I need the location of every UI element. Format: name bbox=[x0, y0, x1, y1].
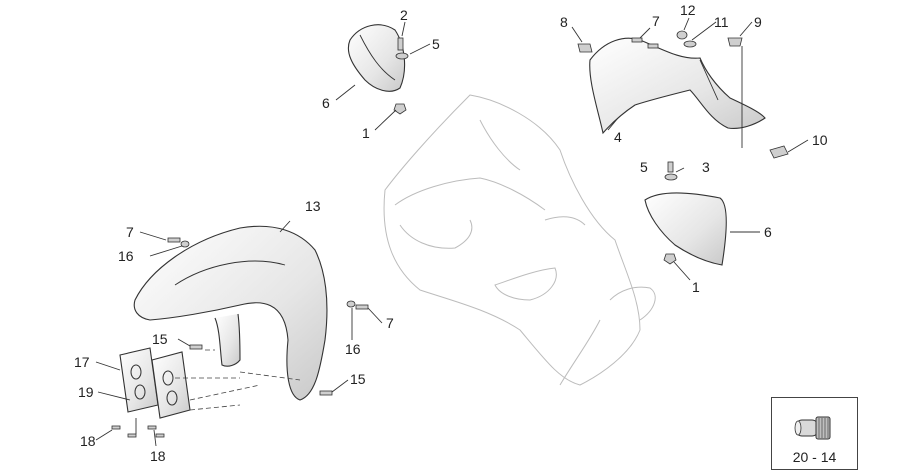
reference-box: 20 - 14 bbox=[771, 397, 858, 470]
callout-15: 15 bbox=[350, 371, 366, 387]
front-mudguard-13 bbox=[133, 225, 328, 401]
callout-19: 19 bbox=[78, 384, 94, 400]
callout-2: 2 bbox=[400, 7, 408, 23]
screw-2 bbox=[397, 37, 404, 51]
callout-7: 7 bbox=[652, 13, 660, 29]
washer-5-right bbox=[664, 173, 678, 181]
bracket-17 bbox=[119, 347, 159, 413]
callout-6: 6 bbox=[322, 95, 330, 111]
callout-numbers: 2 5 6 1 8 7 12 11 9 4 10 5 3 6 1 13 7 16… bbox=[74, 2, 828, 464]
callout-3: 3 bbox=[702, 159, 710, 175]
callout-8: 8 bbox=[560, 14, 568, 30]
front-cover-4 bbox=[589, 37, 766, 135]
callout-7: 7 bbox=[386, 315, 394, 331]
nut-12 bbox=[676, 30, 688, 40]
screw-7-right bbox=[355, 304, 369, 310]
leader-lines bbox=[95, 17, 809, 447]
nut-1-top bbox=[393, 103, 407, 115]
screw-18-a bbox=[111, 425, 121, 430]
screw-7-left bbox=[167, 237, 181, 243]
bolt-10 bbox=[769, 145, 789, 159]
washer-16-left bbox=[180, 240, 190, 248]
callout-5: 5 bbox=[432, 36, 440, 52]
callout-11: 11 bbox=[714, 14, 729, 30]
reference-label: 20 - 14 bbox=[792, 449, 837, 465]
callout-16: 16 bbox=[345, 341, 361, 357]
callout-12: 12 bbox=[680, 2, 696, 18]
clip-8 bbox=[577, 43, 593, 53]
alignment-lines bbox=[175, 349, 301, 411]
callout-6: 6 bbox=[764, 224, 772, 240]
washer-16-right bbox=[346, 300, 356, 308]
callout-1: 1 bbox=[362, 125, 370, 141]
nut-1-right bbox=[663, 253, 677, 265]
screw-18-b bbox=[127, 433, 137, 438]
mirror-cover-right bbox=[644, 192, 727, 266]
callout-16: 16 bbox=[118, 248, 134, 264]
screw-18-c bbox=[147, 425, 157, 430]
adhesive-tube-icon bbox=[794, 416, 831, 440]
callout-5: 5 bbox=[640, 159, 648, 175]
screw-18-d bbox=[155, 433, 165, 438]
fairing-ghost-outline bbox=[383, 94, 656, 386]
screw-3 bbox=[667, 161, 674, 173]
callout-10: 10 bbox=[812, 132, 828, 148]
callout-9: 9 bbox=[754, 14, 762, 30]
washer-11 bbox=[683, 40, 697, 48]
callout-17: 17 bbox=[74, 354, 90, 370]
callout-13: 13 bbox=[305, 198, 321, 214]
callout-15: 15 bbox=[152, 331, 168, 347]
callout-1: 1 bbox=[692, 279, 700, 295]
screw-7-top-b bbox=[647, 43, 659, 49]
callout-18: 18 bbox=[80, 433, 96, 449]
bolt-9 bbox=[727, 37, 743, 47]
callout-7: 7 bbox=[126, 224, 134, 240]
washer-5 bbox=[395, 52, 409, 60]
mirror-cover-top bbox=[347, 24, 406, 92]
screw-15-lower bbox=[319, 390, 333, 396]
screw-7-top-a bbox=[631, 37, 643, 43]
screw-15-upper bbox=[189, 344, 203, 350]
callout-18: 18 bbox=[150, 448, 166, 464]
callout-4: 4 bbox=[614, 129, 622, 145]
bracket-19 bbox=[151, 351, 191, 419]
